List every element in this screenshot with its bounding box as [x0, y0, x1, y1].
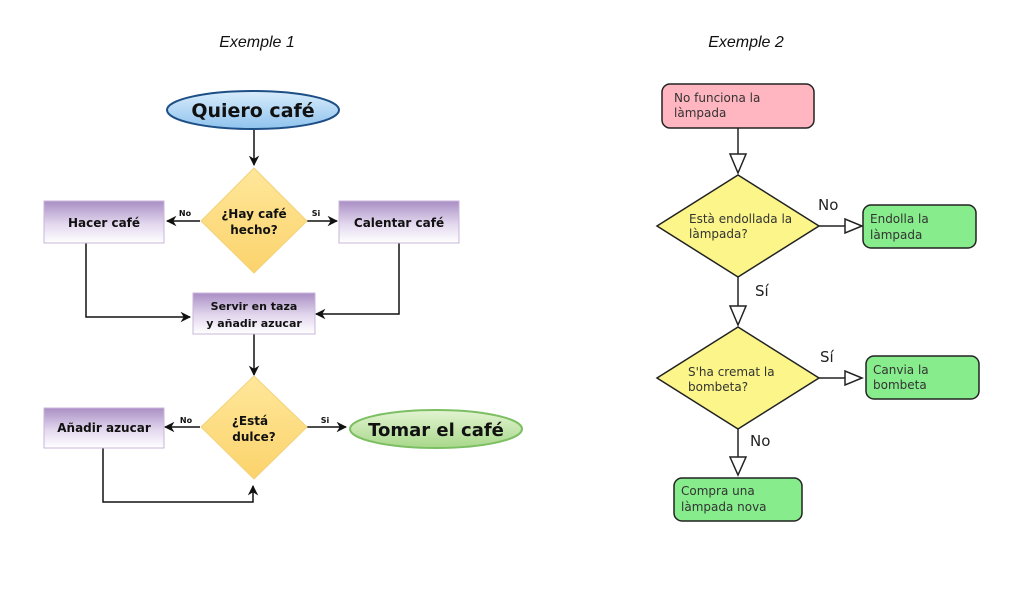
decision1-diamond[interactable] — [200, 167, 308, 274]
endolla-line2: làmpada — [870, 228, 922, 242]
decision2-no-label: No — [180, 416, 193, 425]
bombeta-line1: S'ha cremat la — [688, 365, 775, 379]
no-funciona-line2: làmpada — [674, 106, 726, 120]
hacer-cafe-label: Hacer café — [68, 216, 140, 230]
decision2-diamond[interactable] — [200, 375, 308, 480]
servir-line2: y añadir azucar — [206, 317, 302, 330]
decision1-no-label: No — [818, 196, 838, 214]
end-label: Tomar el café — [368, 420, 504, 441]
connector-left2-loop — [102, 448, 259, 503]
hacer-cafe-box[interactable] — [43, 200, 165, 244]
arrowhead-open-icon — [844, 369, 864, 387]
arrowhead-open-icon — [728, 305, 748, 327]
no-funciona-line1: No funciona la — [674, 91, 760, 105]
canvia-line2: bombeta — [873, 378, 927, 392]
endollada-line2: làmpada? — [689, 227, 748, 241]
start-label: Quiero café — [191, 100, 314, 122]
anadir-azucar-label: Añadir azucar — [57, 421, 151, 435]
example1-diagram: Quiero café ¿Hay café hecho? No Si Hacer… — [43, 90, 523, 503]
anadir-azucar-box[interactable] — [43, 407, 165, 449]
endollada-line1: Està endollada la — [689, 212, 792, 226]
connector-right1-to-serve — [314, 243, 400, 320]
canvia-box[interactable] — [865, 355, 980, 400]
example2-diagram: No funciona la làmpada Està endollada la… — [655, 83, 980, 522]
servir-line1: Servir en taza — [211, 300, 298, 313]
endollada-diamond[interactable] — [655, 174, 821, 278]
connector-left1-to-serve — [85, 243, 192, 323]
bombeta-line2: bombeta? — [688, 380, 748, 394]
endolla-box[interactable] — [862, 204, 977, 249]
decision1-si-label: Sí — [755, 282, 770, 300]
decision1-si-label: Si — [312, 209, 321, 218]
example1-title: Exemple 1 — [219, 34, 295, 51]
decision1-line1: ¿Hay café — [221, 207, 286, 221]
decision2-si-label: Si — [321, 416, 330, 425]
endolla-line1: Endolla la — [870, 212, 929, 226]
compra-line1: Compra una — [681, 484, 755, 498]
compra-line2: làmpada nova — [681, 500, 767, 514]
calentar-cafe-box[interactable] — [338, 200, 460, 244]
start-terminal[interactable] — [166, 90, 340, 130]
servir-box[interactable] — [192, 292, 316, 335]
calentar-cafe-label: Calentar café — [354, 216, 444, 230]
decision1-line2: hecho? — [230, 223, 278, 237]
compra-box[interactable] — [673, 477, 803, 522]
decision2-no-label: No — [750, 432, 770, 450]
example2-title: Exemple 2 — [708, 34, 784, 51]
arrowhead-open-icon — [844, 217, 864, 235]
arrowhead-open-icon — [728, 153, 748, 175]
decision2-line1: ¿Está — [232, 414, 268, 428]
arrowhead-open-icon — [728, 456, 748, 477]
decision1-no-label: No — [179, 209, 192, 218]
decision2-line2: dulce? — [232, 430, 275, 444]
decision2-si-label: Sí — [820, 348, 835, 366]
canvia-line1: Canvia la — [873, 363, 929, 377]
end-terminal[interactable] — [349, 409, 523, 449]
